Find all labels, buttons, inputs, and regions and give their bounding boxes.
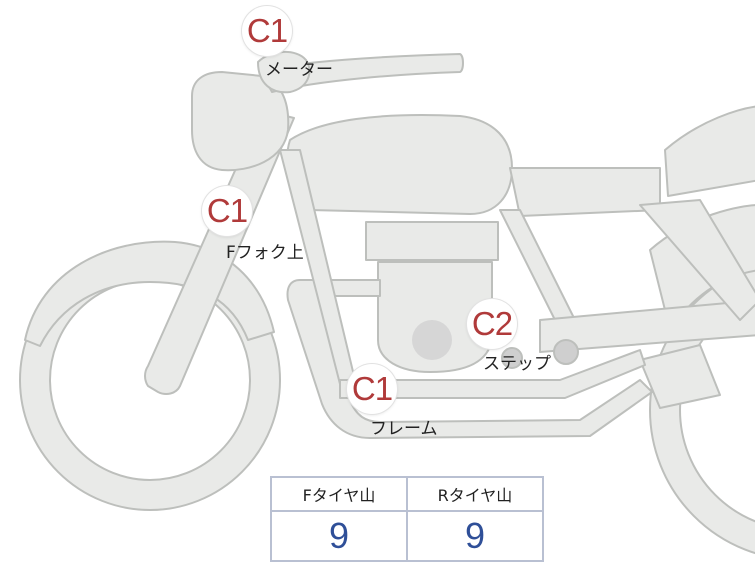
part-label-frame: フレーム [370,419,438,439]
tread-table-header-row: Fタイヤ山 Rタイヤ山 [270,476,544,512]
engine-top [365,221,499,261]
engine-cover [412,320,452,360]
fuel-tank [286,114,513,215]
front-tire-tread-header: Fタイヤ山 [270,476,408,512]
front-tire-tread-value: 9 [270,510,408,562]
handlebar [259,53,464,93]
side-cover [639,344,721,409]
side-panel [509,167,661,217]
step-peg-rear [553,339,579,365]
grade-badge-frame: C1 [347,364,397,414]
seat [664,105,755,197]
rear-tire-tread-header: Rタイヤ山 [406,476,544,512]
front-fork [144,109,295,395]
grade-badge-meter: C1 [242,6,292,56]
frame-cradle [339,349,646,399]
part-label-meter: メーター [265,60,333,80]
motorcycle-silhouette [19,51,755,555]
part-label-fork: Fフォク上 [226,243,304,263]
grade-badge-fork: C1 [202,186,252,236]
rear-shock [639,199,755,321]
grade-badge-step: C2 [467,299,517,349]
tire-tread-table: Fタイヤ山 Rタイヤ山 9 9 [270,476,544,562]
swingarm [539,299,755,353]
rear-tire-tread-value: 9 [406,510,544,562]
tread-table-value-row: 9 9 [270,510,544,562]
headlight [191,71,290,172]
step-peg-front [501,347,523,369]
meter [257,51,311,94]
part-label-step: ステップ [483,354,551,374]
